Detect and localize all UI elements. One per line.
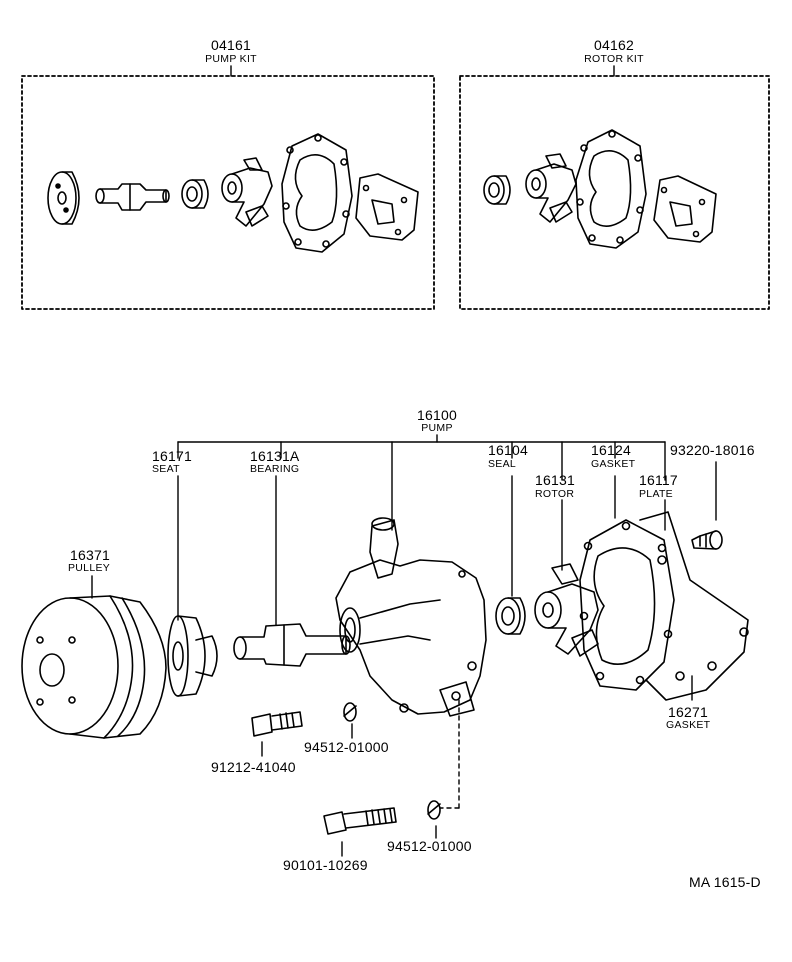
gasket-16271-number: 16271 — [668, 704, 708, 720]
gasket-16271-name: GASKET — [666, 719, 711, 731]
drawing-code: MA 1615-D — [689, 874, 761, 890]
pulley-number: 16371 — [70, 547, 110, 563]
pump-kit-parts — [47, 133, 419, 253]
plate-name: PLATE — [639, 488, 673, 500]
seat-name: SEAT — [152, 463, 180, 475]
seat-number: 16171 — [152, 448, 192, 464]
seal — [495, 597, 526, 635]
washer-94512-a — [343, 702, 357, 722]
washer-1-number: 94512-01000 — [304, 739, 389, 755]
bolt-90101-number: 90101-10269 — [283, 857, 368, 873]
rotor-name: ROTOR — [535, 488, 575, 500]
pump-assembly-name: PUMP — [421, 422, 453, 434]
pump-assembly-number: 16100 — [417, 407, 457, 423]
washer-2-number: 94512-01000 — [387, 838, 472, 854]
bearing — [233, 623, 351, 667]
pump-kit-box — [21, 75, 435, 310]
bearing-number: 16131A — [250, 448, 300, 464]
bolt-91212-number: 91212-41040 — [211, 759, 296, 775]
seal-name: SEAL — [488, 458, 517, 470]
bolt-90101 — [323, 807, 397, 835]
pulley-name: PULLEY — [68, 562, 111, 574]
rotor-kit-name: ROTOR KIT — [584, 53, 644, 65]
pump-kit-name: PUMP KIT — [205, 53, 257, 65]
pump-body — [335, 517, 487, 717]
plate-number: 16117 — [639, 472, 678, 488]
small-bolt — [691, 530, 723, 550]
leader-lines — [91, 434, 717, 857]
seal-number: 16104 — [488, 442, 528, 458]
pulley — [21, 595, 167, 739]
gasket-16124 — [579, 519, 675, 691]
plate-16117 — [639, 511, 749, 701]
gasket-16124-number: 16124 — [591, 442, 631, 458]
rotor-kit-parts — [483, 129, 717, 249]
rotor — [534, 563, 599, 657]
small-bolt-number: 93220-18016 — [670, 442, 755, 458]
pump-kit-number: 04161 — [211, 37, 251, 53]
rotor-number: 16131 — [535, 472, 575, 488]
seat — [167, 615, 218, 697]
bolt-91212 — [251, 711, 303, 737]
gasket-16124-name: GASKET — [591, 458, 636, 470]
rotor-kit-box — [459, 75, 770, 310]
bearing-name: BEARING — [250, 463, 300, 475]
rotor-kit-number: 04162 — [594, 37, 634, 53]
washer-94512-b — [427, 800, 441, 820]
